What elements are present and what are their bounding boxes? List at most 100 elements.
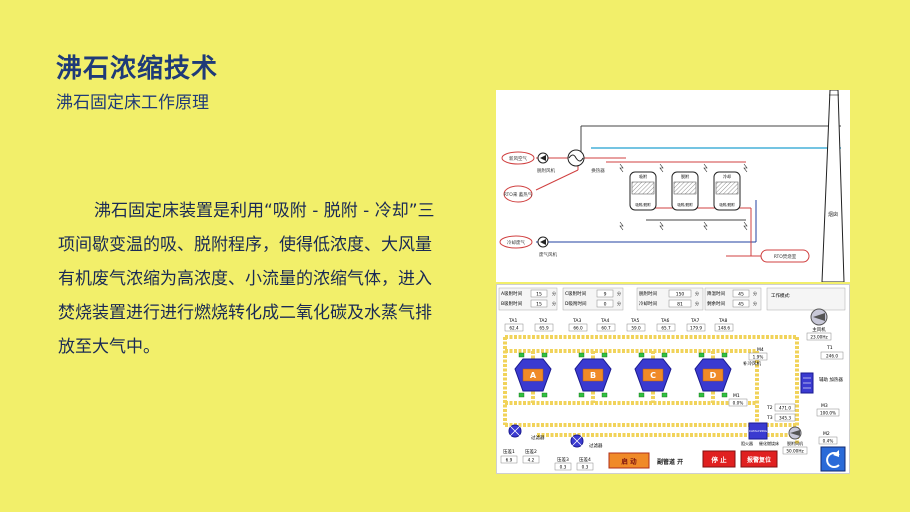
filter-left: 过滤器 [508, 424, 545, 441]
m2-label: M2 [823, 431, 830, 437]
t3-label: T3 [766, 415, 773, 421]
svg-text:换热器: 换热器 [591, 167, 605, 174]
svg-text:50.00Hz: 50.00Hz [786, 449, 804, 454]
svg-text:脱附时间: 脱附时间 [639, 290, 657, 297]
svg-text:脱附风机: 脱附风机 [787, 440, 803, 446]
param-block-temper: 降温时间 45 分 剩余时间 45 分 [704, 287, 762, 311]
svg-text:停 止: 停 止 [711, 455, 727, 464]
svg-text:60.7: 60.7 [601, 326, 611, 331]
svg-text:45: 45 [738, 302, 744, 308]
svg-text:压差3: 压差3 [557, 456, 569, 463]
process-flow-diagram: 新风空气 RTO来 蓄热气 冷却废气 脱附风机 废气风机 换热器 吸附 吸附/脱… [496, 90, 850, 282]
input-cooling-gas [499, 235, 533, 249]
work-mode-label: 工作模式: [771, 292, 791, 299]
m3-value: 100.0% [820, 411, 836, 416]
svg-text:分: 分 [617, 290, 621, 296]
chimney-label: 烟囱 [828, 211, 838, 218]
svg-text:主风机: 主风机 [812, 326, 826, 333]
refresh-icon[interactable] [820, 446, 846, 472]
svg-text:报警复位: 报警复位 [747, 456, 771, 464]
svg-text:D吸附时间: D吸附时间 [565, 300, 587, 307]
svg-text:6.9: 6.9 [506, 458, 513, 463]
m1-value: 0.0% [733, 401, 744, 406]
svg-text:62.4: 62.4 [509, 326, 519, 331]
svg-text:吸附/脱附: 吸附/脱附 [677, 202, 693, 207]
filter-mid: 过滤器 [570, 434, 603, 449]
svg-text:9: 9 [604, 292, 607, 298]
stop-button[interactable]: 停 止 [702, 450, 736, 468]
svg-text:0.3: 0.3 [560, 465, 567, 470]
svg-text:TA1: TA1 [508, 318, 517, 324]
param-block-desorb-cool: 脱附时间 150 分 冷却时间 81 分 [636, 287, 704, 311]
svg-text:吸附: 吸附 [639, 173, 647, 179]
svg-text:150: 150 [676, 292, 685, 298]
tower-d: D [694, 358, 732, 392]
valve-indicators [518, 352, 728, 398]
svg-text:C: C [650, 371, 656, 380]
svg-text:TA7: TA7 [690, 318, 699, 324]
t1-value: 246.0 [826, 354, 838, 359]
svg-text:TA2: TA2 [538, 318, 547, 324]
input-rto-air [503, 185, 533, 203]
svg-text:催化燃烧床: 催化燃烧床 [759, 440, 779, 446]
m4-value: 1.9% [753, 355, 764, 360]
svg-text:23.00Hz: 23.00Hz [810, 335, 828, 340]
svg-text:脱附: 脱附 [681, 173, 689, 179]
svg-text:45: 45 [738, 292, 744, 298]
slide-paragraph: 沸石固定床装置是利用“吸附 - 脱附 - 冷却”三项间歇变温的吸、脱附程序，使得… [58, 201, 435, 357]
svg-text:CATALYZING: CATALYZING [749, 429, 768, 433]
svg-text:A吸附时间: A吸附时间 [501, 290, 523, 297]
m1-label: M1 [733, 393, 740, 399]
desorb-fan: 脱附风机 50.00Hz [782, 426, 808, 455]
input-fresh-air [501, 151, 535, 165]
svg-text:辅助 加热器: 辅助 加热器 [819, 376, 843, 383]
slide-subtitle: 沸石固定床工作原理 [56, 93, 209, 113]
alarm-reset-button[interactable]: 报警复位 [740, 450, 778, 468]
svg-text:15: 15 [536, 302, 542, 308]
svg-text:B吸附时间: B吸附时间 [501, 300, 523, 307]
main-fan: 主风机 23.00Hz [806, 308, 832, 341]
svg-text:65.9: 65.9 [539, 326, 549, 331]
svg-text:新风空气: 新风空气 [509, 155, 527, 162]
svg-text:59.0: 59.0 [631, 326, 641, 331]
valve-icons [619, 163, 748, 231]
svg-text:吸附/脱附: 吸附/脱附 [635, 202, 651, 207]
rto-output [760, 249, 810, 263]
svg-text:启 动: 启 动 [621, 457, 637, 466]
svg-text:阻火器: 阻火器 [741, 440, 753, 446]
svg-text:压差2: 压差2 [525, 448, 537, 455]
svg-text:148.6: 148.6 [718, 326, 730, 331]
start-button[interactable]: 启 动 [608, 452, 650, 469]
svg-text:分: 分 [753, 300, 757, 306]
param-block-a-b: A吸附时间 15 分 B吸附时间 15 分 [498, 287, 558, 311]
svg-text:分: 分 [617, 300, 621, 306]
svg-text:脱附风机: 脱附风机 [537, 167, 555, 174]
svg-text:分: 分 [695, 300, 699, 306]
svg-text:压差1: 压差1 [503, 448, 515, 455]
adsorption-bed-2: 脱附 吸附/脱附 [671, 171, 699, 211]
svg-text:TA4: TA4 [600, 318, 609, 324]
svg-text:A: A [530, 371, 537, 380]
svg-text:15: 15 [536, 292, 542, 298]
m3-label: M3 [821, 403, 828, 409]
svg-text:压差4: 压差4 [579, 456, 591, 463]
param-block-c-d: C吸附时间 9 分 D吸附时间 0 分 [562, 287, 624, 311]
svg-text:吸附/脱附: 吸附/脱附 [719, 202, 735, 207]
svg-text:0: 0 [604, 302, 607, 308]
bypass-status: 副管道 开 [657, 458, 683, 466]
auxiliary-heater: 辅助 加热器 [800, 372, 843, 394]
svg-text:过滤器: 过滤器 [531, 434, 545, 441]
t1-label: T1 [826, 345, 833, 351]
svg-text:TA5: TA5 [630, 318, 639, 324]
adsorption-bed-1: 吸附 吸附/脱附 [629, 171, 657, 211]
tower-b: B [574, 358, 612, 392]
svg-text:分: 分 [552, 290, 556, 296]
adsorption-bed-3: 冷却 吸附/脱附 [713, 171, 741, 211]
m2-value: 0.4% [823, 439, 834, 444]
svg-text:RTO来 蓄热气: RTO来 蓄热气 [504, 191, 533, 198]
svg-text:66.0: 66.0 [573, 326, 583, 331]
svg-text:TA6: TA6 [660, 318, 669, 324]
svg-text:65.7: 65.7 [661, 326, 671, 331]
svg-text:81: 81 [677, 302, 683, 308]
svg-text:0.3: 0.3 [582, 465, 589, 470]
